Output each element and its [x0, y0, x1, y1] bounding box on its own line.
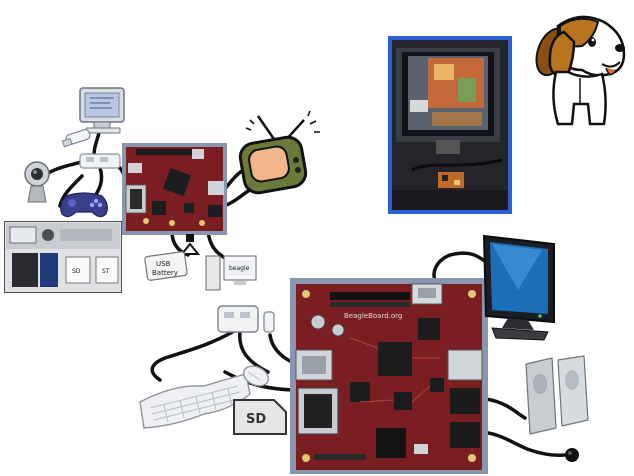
beagleboard-small	[122, 143, 227, 235]
sd-card-label: SD	[246, 412, 266, 427]
beagle-mascot-icon	[535, 15, 626, 126]
tv-icon	[238, 110, 320, 195]
usb-battery-label-1: USB	[156, 260, 171, 268]
desktop-computer-icon: beagle	[205, 255, 257, 291]
sd-card-icon: SD	[233, 399, 287, 435]
demo-photo	[388, 36, 512, 214]
photo-scene	[392, 40, 508, 210]
device-panel: SD ST	[4, 221, 122, 293]
keyboard-icon	[139, 373, 251, 429]
mouse-icon	[242, 365, 270, 387]
microphone-icon	[565, 448, 579, 462]
sd-small-right-label: ST	[102, 268, 110, 275]
usb-up-arrow	[180, 234, 200, 255]
webcam-icon	[24, 161, 50, 203]
board-name-label: BeagleBoard.org	[344, 312, 402, 320]
usb-stick-icon	[61, 128, 91, 148]
beagleboard-large: BeagleBoard.org	[290, 278, 488, 474]
lcd-monitor-icon	[482, 234, 555, 341]
usb-battery-icon: USB Battery	[144, 251, 188, 281]
sd-small-left-label: SD	[72, 268, 81, 275]
speakers-icon	[525, 355, 589, 435]
gamepad-icon	[60, 192, 108, 218]
desktop-caption: beagle	[229, 265, 250, 272]
usb-hub-icon	[79, 153, 121, 169]
demo-photo-inner	[392, 40, 508, 210]
monitor-icon	[79, 87, 125, 134]
usb-hub-icon-bottom	[217, 305, 275, 333]
usb-battery-label-2: Battery	[152, 269, 178, 277]
